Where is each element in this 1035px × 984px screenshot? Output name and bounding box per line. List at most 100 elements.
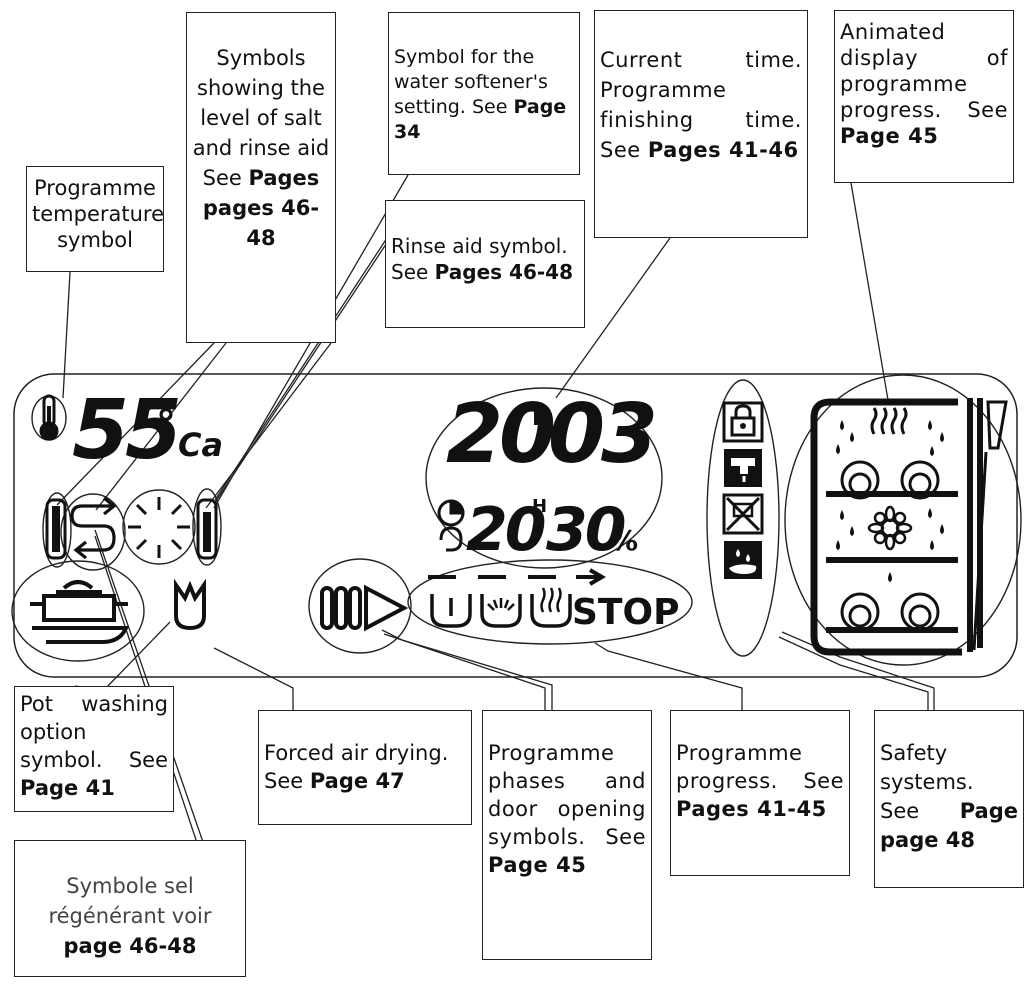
current-time-hours: 20 — [446, 387, 554, 482]
progress-arrow — [428, 568, 606, 586]
current-time-h-mark: H — [532, 406, 550, 431]
ellipse-phases — [407, 559, 693, 645]
callout-salt-rinse-level-text: Symbols showing the level of salt and ri… — [192, 46, 330, 160]
stop-label: STOP — [572, 592, 679, 633]
finish-time-hours: 20 — [466, 495, 545, 565]
ellipse-phase-start — [308, 558, 412, 654]
display-panel-outline — [13, 373, 1018, 678]
callout-pot-washing-text: Pot washing option symbol. See — [20, 692, 168, 772]
callout-forced-air-ref: Page 47 — [309, 769, 405, 793]
ellipse-safety — [706, 379, 780, 657]
finish-time-h-mark: H — [532, 496, 547, 517]
leader-phases-2 — [383, 633, 546, 712]
no-drain-icon — [722, 493, 764, 535]
callout-safety-text: Safety systems. — [880, 741, 974, 794]
callout-salt-regen-ref: page 46-48 — [63, 934, 197, 958]
leader-current-time — [555, 237, 671, 399]
callout-salt-rinse-level: Symbols showing the level of salt and ri… — [186, 12, 336, 343]
dishwasher-racks-icon — [810, 398, 1008, 656]
callout-temperature-text: Programme temperature symbol — [32, 176, 164, 252]
ellipse-rinse-aid — [192, 488, 222, 566]
current-time-minutes: 03 — [548, 387, 654, 482]
tulip-icon — [174, 578, 206, 631]
padlock-icon — [722, 401, 764, 443]
ellipse-dishwasher — [784, 374, 1022, 666]
water-tap-icon — [724, 449, 762, 487]
leader-safety-2 — [778, 636, 929, 712]
callout-progress: Programme progress. See Pages 41-45 — [670, 710, 850, 876]
dry-steam-icon — [530, 587, 572, 628]
callout-progress-ref: Pages 41-45 — [676, 797, 827, 821]
callout-rinse-aid-text: Rinse aid symbol. See — [391, 234, 568, 284]
delay-clock-icon — [437, 499, 465, 552]
percent-sign: % — [610, 524, 638, 557]
callout-pot-washing: Pot washing option symbol. See Page 41 — [14, 686, 174, 812]
temperature-value: 55 — [72, 383, 178, 478]
leader-phases — [381, 629, 553, 710]
ellipse-softener — [122, 489, 196, 565]
callout-animated-ref: Page 45 — [840, 124, 939, 148]
callout-phases-ref-prefix: See — [605, 825, 646, 849]
leader-salt-b — [95, 342, 227, 511]
callout-progress-text: Programme progress. See — [676, 741, 844, 793]
play-triangle-icon — [364, 584, 409, 632]
ellipse-pot — [11, 560, 145, 662]
leader-rinse-aid — [214, 199, 413, 501]
phase-indicator-icon — [320, 586, 362, 630]
callout-softener-ref: Page 34 — [394, 96, 567, 143]
thermometer-icon — [39, 394, 59, 441]
regeneration-arrows-icon — [70, 496, 117, 560]
highlight-ellipses — [11, 374, 1022, 666]
callout-temperature: Programme temperature symbol — [26, 166, 164, 272]
callout-phases-text: Programme phases and door opening symbol… — [488, 741, 646, 849]
callout-salt-regen: Symbole sel régénérant voir page 46-48 — [14, 840, 246, 977]
leader-salt-a — [56, 342, 215, 506]
pot-icon — [30, 580, 130, 644]
wash-spray-icon — [480, 594, 522, 628]
ellipse-time — [425, 387, 663, 569]
callout-phases-ref: Page 45 — [488, 853, 587, 877]
ellipse-regen — [60, 493, 126, 571]
callout-current-time: Current time. Programme finishing time. … — [594, 10, 808, 238]
leader-temperature — [62, 271, 71, 399]
callout-softener-text: Symbol for the water softener's setting. — [394, 46, 548, 118]
callout-salt-rinse-level-ref: Pages pages 46-48 — [202, 166, 320, 250]
callout-safety: Safety systems. See Page page 48 — [874, 710, 1024, 888]
callout-current-time-ref-prefix: See — [600, 138, 641, 162]
callout-rinse-aid: Rinse aid symbol. See Pages 46-48 — [385, 200, 585, 328]
leader-safety — [781, 631, 935, 710]
callout-softener: Symbol for the water softener's setting.… — [388, 12, 580, 175]
leader-animated — [850, 182, 889, 401]
degree-unit: ° — [156, 402, 176, 448]
leader-progress — [594, 642, 743, 710]
callout-salt-rinse-level-ref-prefix: See — [202, 166, 242, 190]
ellipse-salt-level — [42, 492, 72, 568]
rinse-aid-level-icon — [196, 498, 218, 560]
callout-forced-air-ref-prefix: See — [264, 769, 304, 793]
callout-phases: Programme phases and door opening symbol… — [482, 710, 652, 960]
callout-pot-washing-ref: Page 41 — [20, 776, 115, 800]
callout-current-time-text: Current time. Programme finishing time. — [600, 48, 802, 132]
callout-salt-regen-ref-prefix: voir — [171, 904, 212, 928]
callout-animated: Animated display of programme progress. … — [834, 10, 1014, 183]
sunburst-icon — [128, 497, 190, 558]
finish-time-minutes: 30 — [546, 495, 625, 565]
callout-rinse-aid-ref: Pages 46-48 — [434, 260, 574, 284]
leader-rinse-aid-2 — [213, 204, 413, 505]
callout-current-time-ref: Pages 41-46 — [647, 138, 799, 162]
callout-animated-text: Animated display of programme progress. — [840, 20, 1008, 122]
water-leak-icon — [724, 541, 762, 579]
callout-forced-air: Forced air drying. See Page 47 — [258, 710, 472, 825]
leader-salt-c — [205, 342, 332, 509]
callout-safety-ref: Page page 48 — [880, 799, 1018, 852]
prewash-basin-icon — [430, 594, 472, 628]
callout-salt-regen-text: Symbole sel régénérant — [48, 874, 194, 928]
callout-softener-ref-prefix: See — [471, 96, 508, 118]
hardness-unit: Ca — [178, 426, 223, 464]
callout-animated-ref-prefix: See — [967, 98, 1008, 122]
leader-forced-air — [213, 647, 294, 710]
callout-forced-air-text: Forced air drying. — [264, 741, 449, 765]
callout-safety-ref-prefix: See — [880, 799, 920, 823]
